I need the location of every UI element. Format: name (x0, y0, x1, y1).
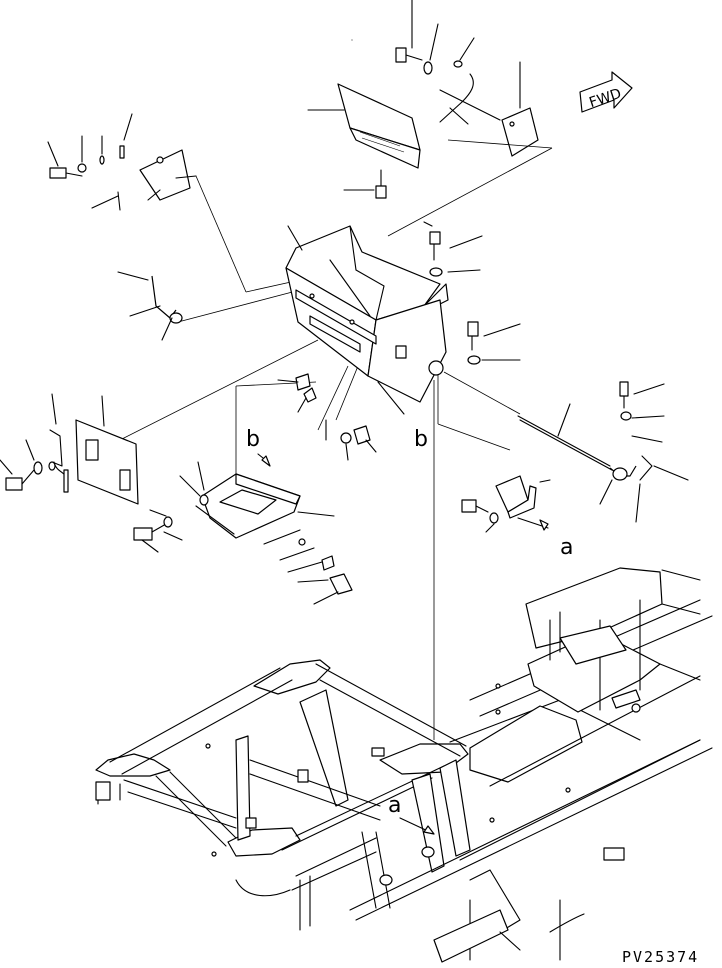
leader-lines (119, 139, 553, 740)
left-hinge-plate (47, 113, 197, 211)
view-label-b-left: b (246, 427, 260, 452)
drawing-code: PV25374 (622, 948, 699, 966)
view-a-lower: a (388, 793, 435, 835)
center-tray (133, 461, 353, 605)
center-box (285, 225, 449, 415)
fwd-arrow: FWD (579, 71, 633, 113)
small-parts-center (277, 373, 377, 461)
view-b-markers: b b (246, 427, 428, 467)
left-lever (117, 271, 183, 341)
main-frame (95, 567, 713, 963)
right-small-bracket: a (461, 475, 573, 560)
bolt-top-center (343, 169, 387, 199)
left-cover-plate (0, 393, 139, 505)
bolts-right-of-box (423, 221, 521, 365)
top-right-bracket (439, 61, 539, 157)
top-bracket-plate (307, 39, 421, 169)
view-label-a-lower: a (388, 793, 401, 818)
view-label-a-upper: a (560, 535, 573, 560)
bolt-top (395, 0, 475, 75)
view-label-b-right: b (414, 427, 428, 452)
right-rod-lever (517, 381, 689, 523)
